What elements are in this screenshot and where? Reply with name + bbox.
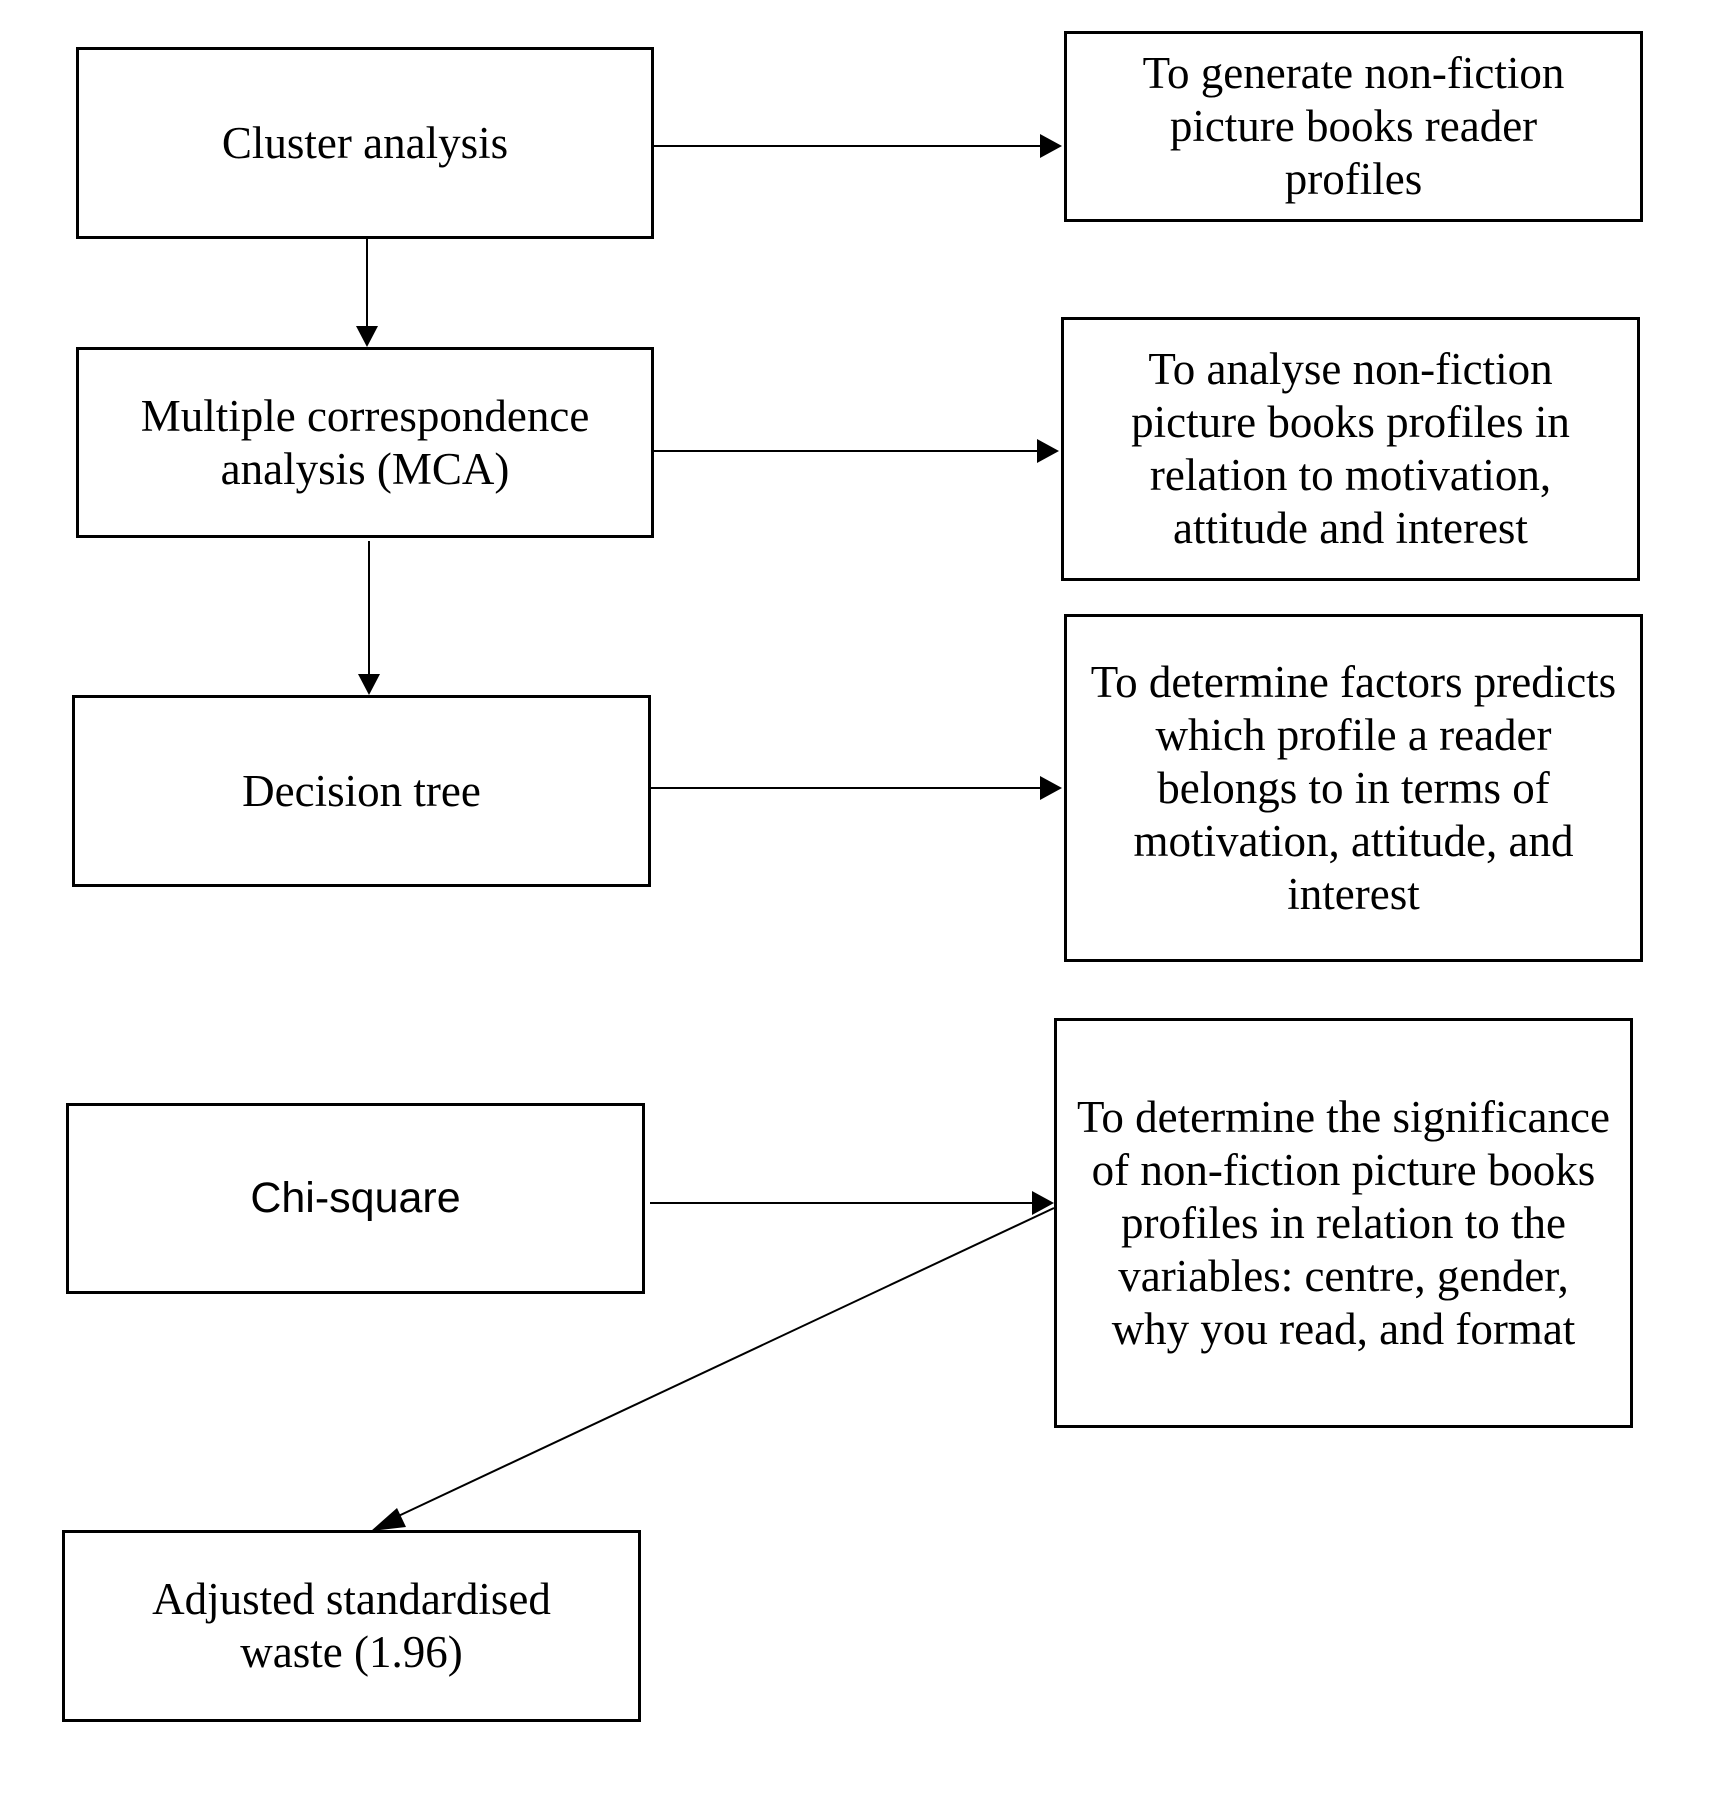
chi-square-label: Chi-square: [250, 1174, 461, 1222]
arrow-cluster-to-mca: [356, 239, 378, 347]
cluster-analysis-label: Cluster analysis: [221, 117, 509, 168]
decision-tree-label: Decision tree: [242, 765, 481, 816]
arrow-aim4-to-adjusted: [371, 1207, 1055, 1531]
aim-decision-factors-box: To determine factors predicts which prof…: [1064, 614, 1643, 962]
aim-significance-box: To determine the significance of non-fic…: [1054, 1018, 1633, 1428]
mca-label: Multiple correspondence analysis (MCA): [140, 390, 590, 494]
mca-box: Multiple correspondence analysis (MCA): [76, 347, 654, 538]
arrow-mca-to-aim2: [654, 439, 1059, 463]
arrow-mca-to-tree: [358, 541, 380, 695]
aim-reader-profiles-label: To generate non-fiction picture books re…: [1142, 48, 1565, 204]
aim-mca-profiles-box: To analyse non-fiction picture books pro…: [1061, 317, 1640, 581]
chi-square-box: Chi-square: [66, 1103, 645, 1294]
adjusted-standardised-label: Adjusted standardised waste (1.96): [152, 1574, 551, 1677]
adjusted-standardised-box: Adjusted standardised waste (1.96): [62, 1530, 641, 1722]
cluster-analysis-box: Cluster analysis: [76, 47, 654, 239]
arrow-cluster-to-aim1: [654, 134, 1062, 158]
aim-significance-label: To determine the significance of non-fic…: [1077, 1091, 1610, 1354]
decision-tree-box: Decision tree: [72, 695, 651, 887]
aim-reader-profiles-box: To generate non-fiction picture books re…: [1064, 31, 1643, 222]
arrow-chisquare-to-aim4: [650, 1191, 1054, 1215]
arrow-tree-to-aim3: [651, 776, 1062, 800]
aim-mca-profiles-label: To analyse non-fiction picture books pro…: [1131, 344, 1570, 553]
aim-decision-factors-label: To determine factors predicts which prof…: [1090, 656, 1617, 919]
